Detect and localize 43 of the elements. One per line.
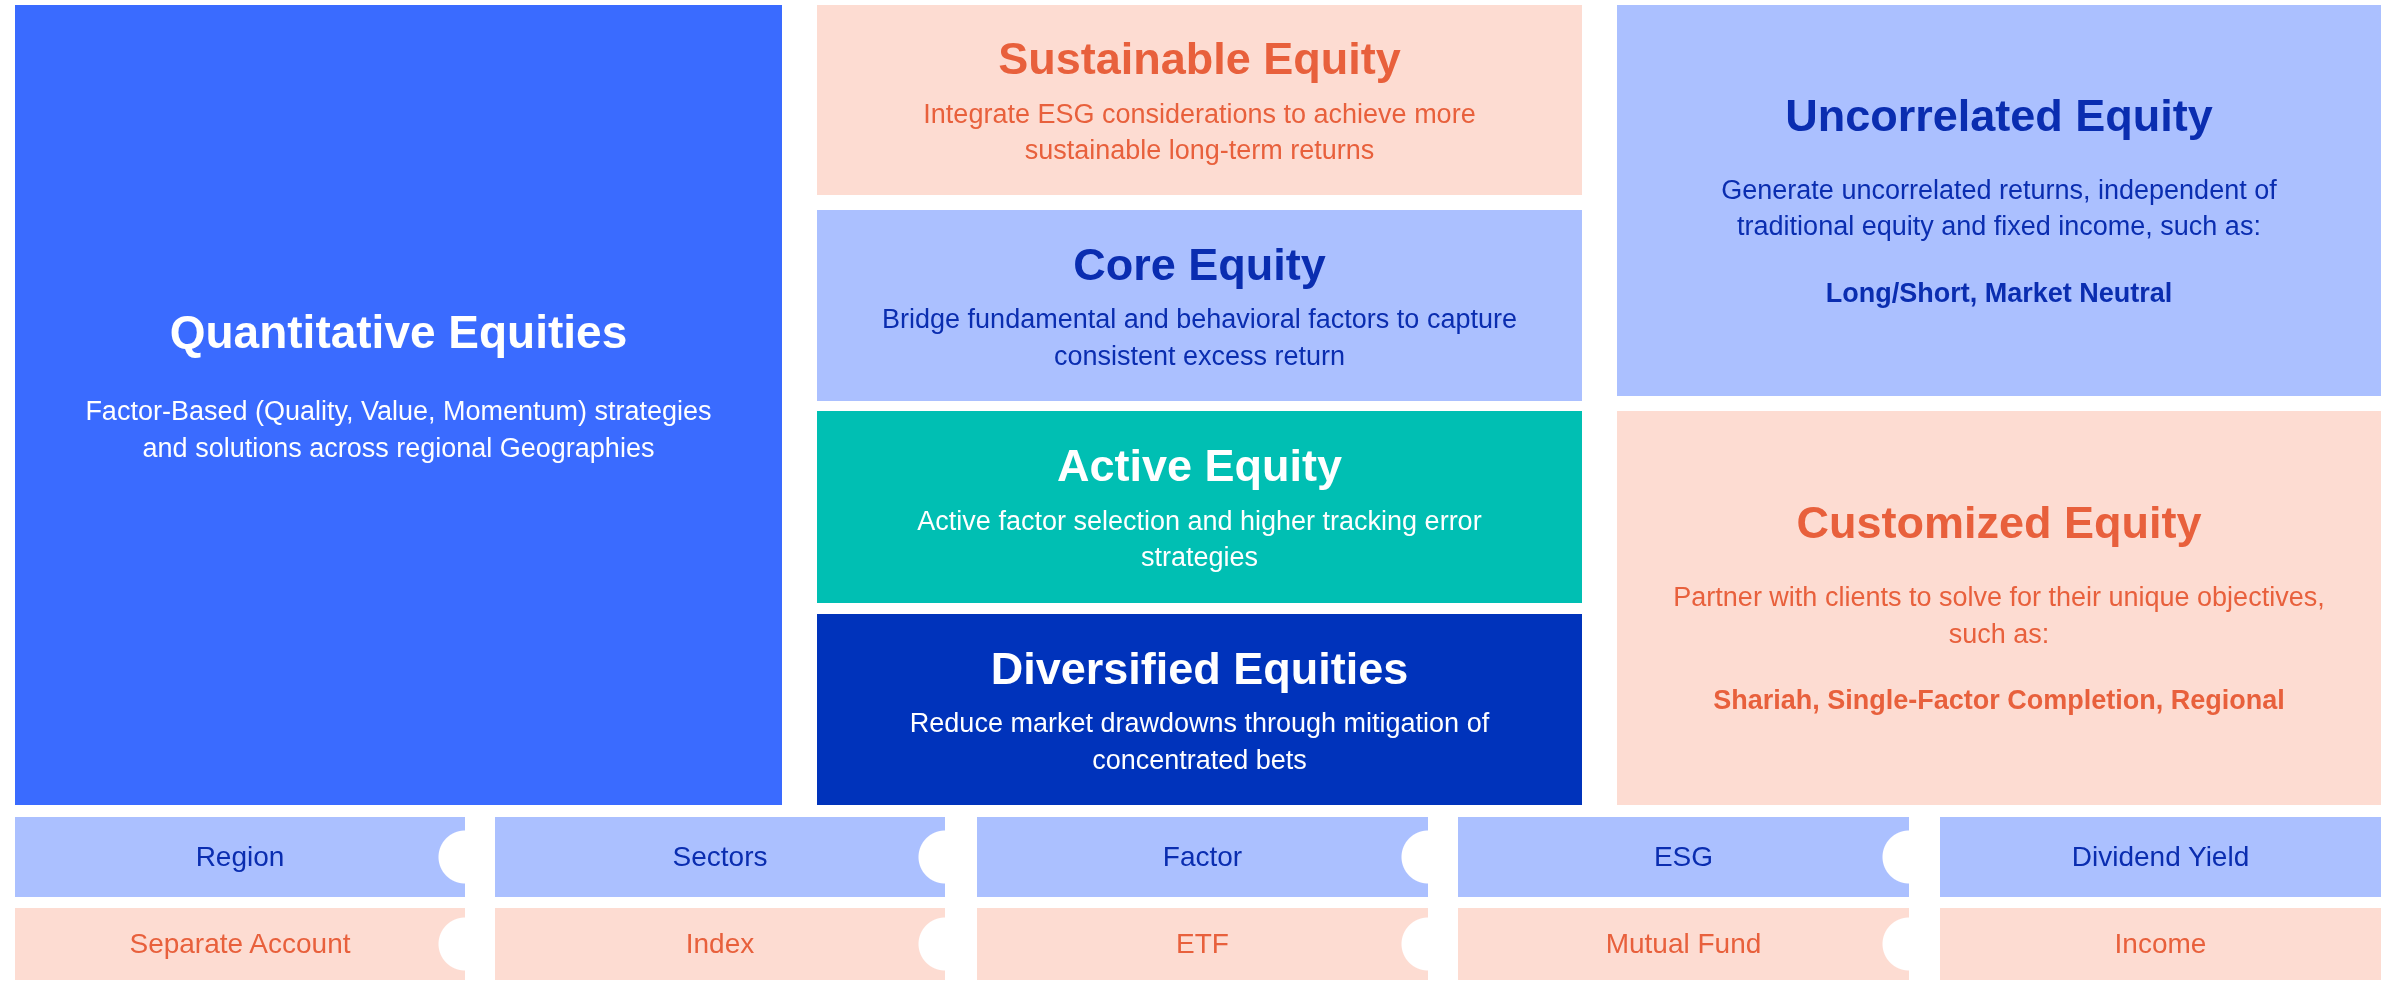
panel-heading: Customized Equity [1796, 496, 2202, 551]
panel-description: Factor-Based (Quality, Value, Momentum) strategies and solutions across regional Geographies [84, 395, 713, 465]
strategy-panel [817, 614, 1582, 805]
panel-heading: Quantitative Equities [169, 304, 628, 360]
bar-label: Region [195, 840, 285, 874]
strategy-panel [1617, 411, 2381, 805]
panel-description: Generate uncorrelated returns, independent of traditional equity and fixed income, such as: [1720, 173, 2278, 244]
panel-heading: Active Equity [1056, 439, 1343, 494]
category-bar [977, 908, 1428, 980]
panel-examples: Shariah, Single-Factor Completion, Regional [1713, 684, 2285, 718]
category-bar [15, 817, 465, 897]
panel-description: Active factor selection and higher tracking error strategies [916, 504, 1483, 575]
bar-label: ESG [1653, 840, 1714, 874]
bar-label: ETF [1176, 927, 1229, 961]
category-bar [495, 817, 945, 897]
bar-label: Dividend Yield [2071, 840, 2250, 874]
category-bar [495, 908, 945, 980]
panel-heading: Core Equity [1073, 237, 1326, 292]
bar-label: Factor [1162, 840, 1243, 874]
panel-description: Integrate ESG considerations to achieve more sustainable long-term returns [922, 97, 1477, 168]
panel-heading: Uncorrelated Equity [1785, 88, 2213, 143]
category-bar [1458, 908, 1909, 980]
panel-heading: Diversified Equities [990, 641, 1409, 696]
strategy-panel [1617, 5, 2381, 396]
category-bar [1940, 908, 2381, 980]
panel-description: Reduce market drawdowns through mitigation of concentrated bets [908, 707, 1491, 777]
panel-description: Partner with clients to solve for their unique objectives, such as: [1672, 581, 2326, 651]
category-bar [15, 908, 465, 980]
strategy-panel [817, 210, 1582, 401]
category-bar [1458, 817, 1909, 897]
strategy-panel [817, 411, 1582, 603]
category-bar [977, 817, 1428, 897]
bar-label: Sectors [672, 840, 768, 874]
strategy-panel [817, 5, 1582, 195]
bar-label: Income [2114, 927, 2207, 961]
bar-label: Separate Account [129, 927, 351, 961]
bar-label: Index [685, 927, 755, 961]
panel-description: Bridge fundamental and behavioral factors to capture consistent excess return [881, 303, 1518, 373]
panel-examples: Long/Short, Market Neutral [1825, 276, 2173, 310]
panel-heading: Sustainable Equity [998, 32, 1401, 87]
bar-label: Mutual Fund [1605, 927, 1762, 961]
category-bar [1940, 817, 2381, 897]
strategy-panel [15, 5, 782, 805]
